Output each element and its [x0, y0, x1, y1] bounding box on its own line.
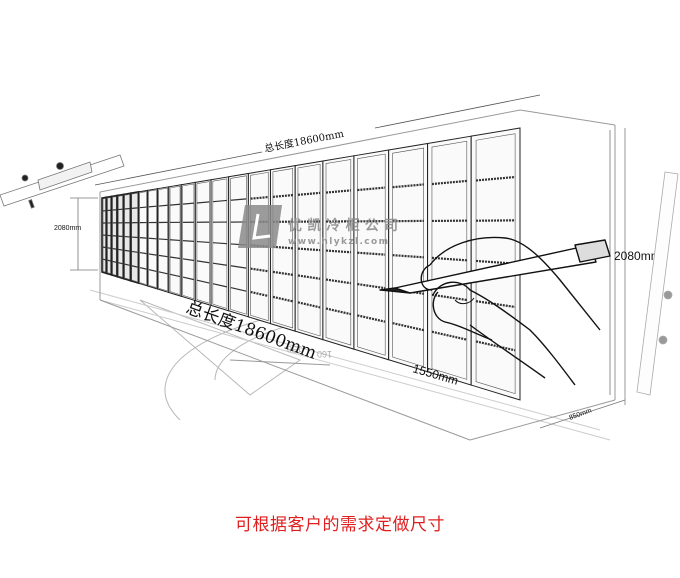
cabinet-door	[470, 127, 521, 401]
protractor-label-160: 160	[317, 349, 332, 359]
top-total-length-label: 总长度18600mm	[263, 127, 345, 155]
depth-dimension	[539, 399, 626, 429]
cabinet-sketch-illustration: 150 160 总长度18600mm 2080mm 2080mm 总长度1860…	[0, 94, 679, 441]
cabinet-shelf	[230, 198, 247, 201]
cabinet-door-frame	[169, 185, 181, 296]
cabinet-shelf	[272, 295, 293, 303]
cabinet-shelf	[148, 269, 157, 272]
cabinet-shelf	[158, 238, 168, 241]
cabinet-door	[353, 149, 390, 361]
cabinet-door	[294, 160, 324, 341]
cabinet-door-frame	[112, 196, 117, 276]
cabinet-shelf	[357, 282, 386, 290]
cabinet-shelf	[139, 266, 147, 270]
cabinet-shelf	[148, 205, 157, 208]
cabinet-door-frame	[297, 163, 321, 337]
cabinet-shelf	[182, 240, 194, 242]
cabinet-shelf	[148, 237, 157, 240]
cabinet-shelf	[182, 258, 195, 262]
cabinet-shelf	[475, 175, 516, 182]
left-height-label: 2080mm	[54, 225, 81, 232]
cabinet-shelf	[112, 260, 117, 263]
cabinet-shelf	[182, 276, 195, 281]
watermark-logo-icon	[238, 205, 282, 248]
cabinet-shelf	[272, 194, 293, 198]
cabinet-shelf	[392, 183, 424, 189]
cabinet-shelf	[118, 248, 123, 251]
cabinet-shelf	[196, 260, 210, 264]
cabinet-shelf	[250, 290, 269, 298]
cabinet-shelf	[196, 240, 210, 244]
cabinet-shelf	[475, 259, 516, 265]
cabinet-shelf	[212, 283, 228, 288]
watermark: 优凯冷柜公司 www.hlykzl.com	[238, 205, 398, 248]
cabinet-shelf	[169, 273, 181, 278]
cabinet-shelf	[212, 262, 227, 266]
cabinet-shelf	[158, 254, 168, 258]
hand-drawing-pencil	[379, 236, 611, 386]
cabinet-shelf	[102, 258, 106, 261]
caption-custom-size: 可根据客户的需求定做尺寸	[235, 515, 445, 535]
cabinet-shelf	[139, 206, 147, 209]
cabinet-shelf	[297, 191, 321, 196]
cabinet-shelf	[325, 307, 352, 316]
cabinet-shelf	[124, 249, 130, 252]
left-height-dimension	[70, 197, 98, 271]
cabinet-shelf	[475, 300, 516, 309]
cabinet-shelf	[118, 262, 123, 265]
cabinet-shelf	[392, 254, 424, 259]
cabinet-shelf	[148, 253, 157, 256]
cabinet-door	[388, 142, 429, 373]
cabinet-door-frame	[102, 198, 106, 273]
right-height-label: 2080mm	[614, 249, 661, 263]
cabinet-shelf	[357, 186, 386, 192]
cabinet-shelf	[112, 247, 117, 250]
cabinet-shelf	[196, 201, 210, 204]
cabinet-shelf	[357, 251, 386, 256]
cabinet-shelf	[325, 278, 351, 285]
cabinet-shelf	[325, 249, 351, 254]
cabinet-shelf	[169, 239, 181, 242]
top-dimension-line	[94, 94, 541, 186]
cabinet-shelf	[196, 279, 210, 284]
cabinet-shelf	[230, 265, 247, 269]
cabinet-shelf	[297, 274, 321, 280]
cabinet-shelf	[392, 322, 424, 332]
cabinet-shelf	[131, 265, 138, 268]
room-outline	[99, 109, 626, 441]
cabinet-shelf	[131, 250, 138, 253]
cabinet-shelf	[357, 314, 386, 323]
cabinet-shelf	[131, 207, 138, 209]
protractor-label-150: 150	[287, 344, 302, 354]
cabinet-door-frame	[124, 194, 131, 280]
cabinet-shelf	[169, 203, 181, 206]
cabinet-shelf	[212, 199, 227, 203]
vertical-ruler	[636, 171, 679, 396]
cabinet-shelf	[475, 340, 516, 352]
cabinet-shelf	[272, 270, 293, 276]
cabinet-shelf	[182, 202, 194, 205]
caliper-tool	[0, 154, 125, 209]
cabinet-shelf	[169, 256, 181, 260]
watermark-url: www.hlykzl.com	[288, 237, 388, 247]
cabinet-shelf	[139, 251, 147, 255]
cabinet-shelf	[297, 247, 321, 252]
cabinet-shelf	[107, 259, 111, 262]
cabinet-shelf	[158, 271, 168, 275]
cabinet-shelf	[124, 263, 130, 266]
cabinet-shelf	[212, 242, 227, 245]
cabinet-shelf	[325, 189, 351, 194]
cabinet-shelf	[272, 245, 293, 250]
cabinet-shelf	[230, 287, 247, 292]
cabinet-shelf	[297, 301, 321, 309]
cabinet-shelf	[158, 204, 168, 207]
